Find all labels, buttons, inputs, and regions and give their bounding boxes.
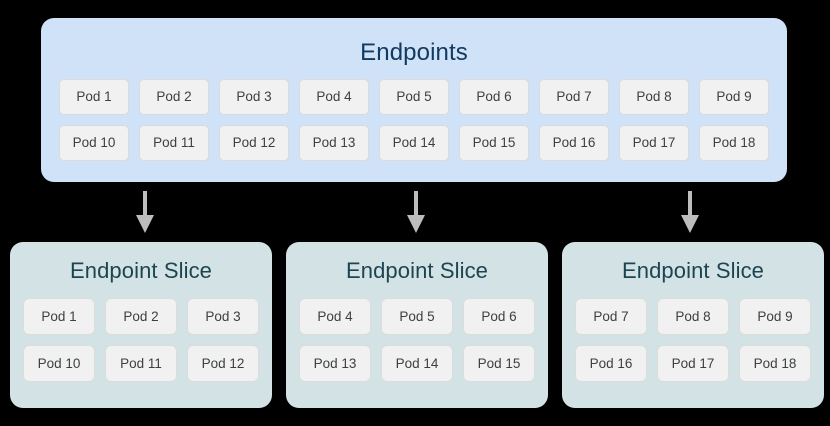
pod-chip[interactable]: Pod 8 [619, 79, 689, 115]
arrow-shaft [688, 191, 692, 217]
pod-chip[interactable]: Pod 15 [463, 345, 535, 382]
pod-chip[interactable]: Pod 12 [219, 125, 289, 161]
pod-chip[interactable]: Pod 18 [699, 125, 769, 161]
pod-chip[interactable]: Pod 6 [463, 298, 535, 335]
pod-chip[interactable]: Pod 4 [299, 298, 371, 335]
pod-chip[interactable]: Pod 5 [379, 79, 449, 115]
pod-chip[interactable]: Pod 3 [187, 298, 259, 335]
pod-chip[interactable]: Pod 10 [59, 125, 129, 161]
endpoints-container: Endpoints Pod 1 Pod 2 Pod 3 Pod 4 Pod 5 … [41, 18, 787, 182]
pod-chip[interactable]: Pod 6 [459, 79, 529, 115]
pod-chip[interactable]: Pod 7 [539, 79, 609, 115]
pod-chip[interactable]: Pod 15 [459, 125, 529, 161]
endpoints-pod-row: Pod 10 Pod 11 Pod 12 Pod 13 Pod 14 Pod 1… [59, 125, 769, 161]
pod-chip[interactable]: Pod 17 [619, 125, 689, 161]
endpoint-slice-container: Endpoint Slice Pod 1 Pod 2 Pod 3 Pod 10 … [10, 242, 272, 408]
pod-chip[interactable]: Pod 16 [575, 345, 647, 382]
endpoints-pod-grid: Pod 1 Pod 2 Pod 3 Pod 4 Pod 5 Pod 6 Pod … [41, 79, 787, 161]
pod-chip[interactable]: Pod 13 [299, 125, 369, 161]
pod-chip[interactable]: Pod 10 [23, 345, 95, 382]
endpoint-slice-pod-row: Pod 13 Pod 14 Pod 15 [299, 345, 535, 382]
pod-chip[interactable]: Pod 2 [139, 79, 209, 115]
endpoint-slice-container: Endpoint Slice Pod 4 Pod 5 Pod 6 Pod 13 … [286, 242, 548, 408]
pod-chip[interactable]: Pod 2 [105, 298, 177, 335]
endpoint-slice-title: Endpoint Slice [69, 258, 213, 283]
endpoints-pod-row: Pod 1 Pod 2 Pod 3 Pod 4 Pod 5 Pod 6 Pod … [59, 79, 769, 115]
endpoints-title: Endpoints [360, 39, 468, 66]
pod-chip[interactable]: Pod 18 [739, 345, 811, 382]
pod-chip[interactable]: Pod 14 [381, 345, 453, 382]
pod-chip[interactable]: Pod 9 [739, 298, 811, 335]
arrow-head [407, 215, 425, 233]
arrow-down-icon [681, 191, 699, 233]
pod-chip[interactable]: Pod 12 [187, 345, 259, 382]
pod-chip[interactable]: Pod 5 [381, 298, 453, 335]
endpoint-slice-pod-row: Pod 4 Pod 5 Pod 6 [299, 298, 535, 335]
endpoint-slice-title: Endpoint Slice [345, 258, 489, 283]
endpoint-slice-title: Endpoint Slice [621, 258, 765, 283]
pod-chip[interactable]: Pod 9 [699, 79, 769, 115]
endpoint-slice-pod-row: Pod 7 Pod 8 Pod 9 [575, 298, 811, 335]
pod-chip[interactable]: Pod 13 [299, 345, 371, 382]
endpoint-slice-pod-row: Pod 10 Pod 11 Pod 12 [23, 345, 259, 382]
arrow-shaft [143, 191, 147, 217]
endpoint-slice-pod-grid: Pod 1 Pod 2 Pod 3 Pod 10 Pod 11 Pod 12 [10, 298, 272, 382]
pod-chip[interactable]: Pod 16 [539, 125, 609, 161]
pod-chip[interactable]: Pod 8 [657, 298, 729, 335]
pod-chip[interactable]: Pod 11 [105, 345, 177, 382]
pod-chip[interactable]: Pod 1 [23, 298, 95, 335]
arrow-head [136, 215, 154, 233]
arrow-down-icon [136, 191, 154, 233]
endpoint-slice-pod-row: Pod 16 Pod 17 Pod 18 [575, 345, 811, 382]
pod-chip[interactable]: Pod 1 [59, 79, 129, 115]
pod-chip[interactable]: Pod 7 [575, 298, 647, 335]
arrow-head [681, 215, 699, 233]
arrow-shaft [414, 191, 418, 217]
pod-chip[interactable]: Pod 14 [379, 125, 449, 161]
endpoint-slice-pod-row: Pod 1 Pod 2 Pod 3 [23, 298, 259, 335]
endpoint-slice-container: Endpoint Slice Pod 7 Pod 8 Pod 9 Pod 16 … [562, 242, 824, 408]
endpoint-slice-pod-grid: Pod 4 Pod 5 Pod 6 Pod 13 Pod 14 Pod 15 [286, 298, 548, 382]
pod-chip[interactable]: Pod 4 [299, 79, 369, 115]
pod-chip[interactable]: Pod 3 [219, 79, 289, 115]
pod-chip[interactable]: Pod 11 [139, 125, 209, 161]
pod-chip[interactable]: Pod 17 [657, 345, 729, 382]
arrow-down-icon [407, 191, 425, 233]
endpoint-slice-pod-grid: Pod 7 Pod 8 Pod 9 Pod 16 Pod 17 Pod 18 [562, 298, 824, 382]
